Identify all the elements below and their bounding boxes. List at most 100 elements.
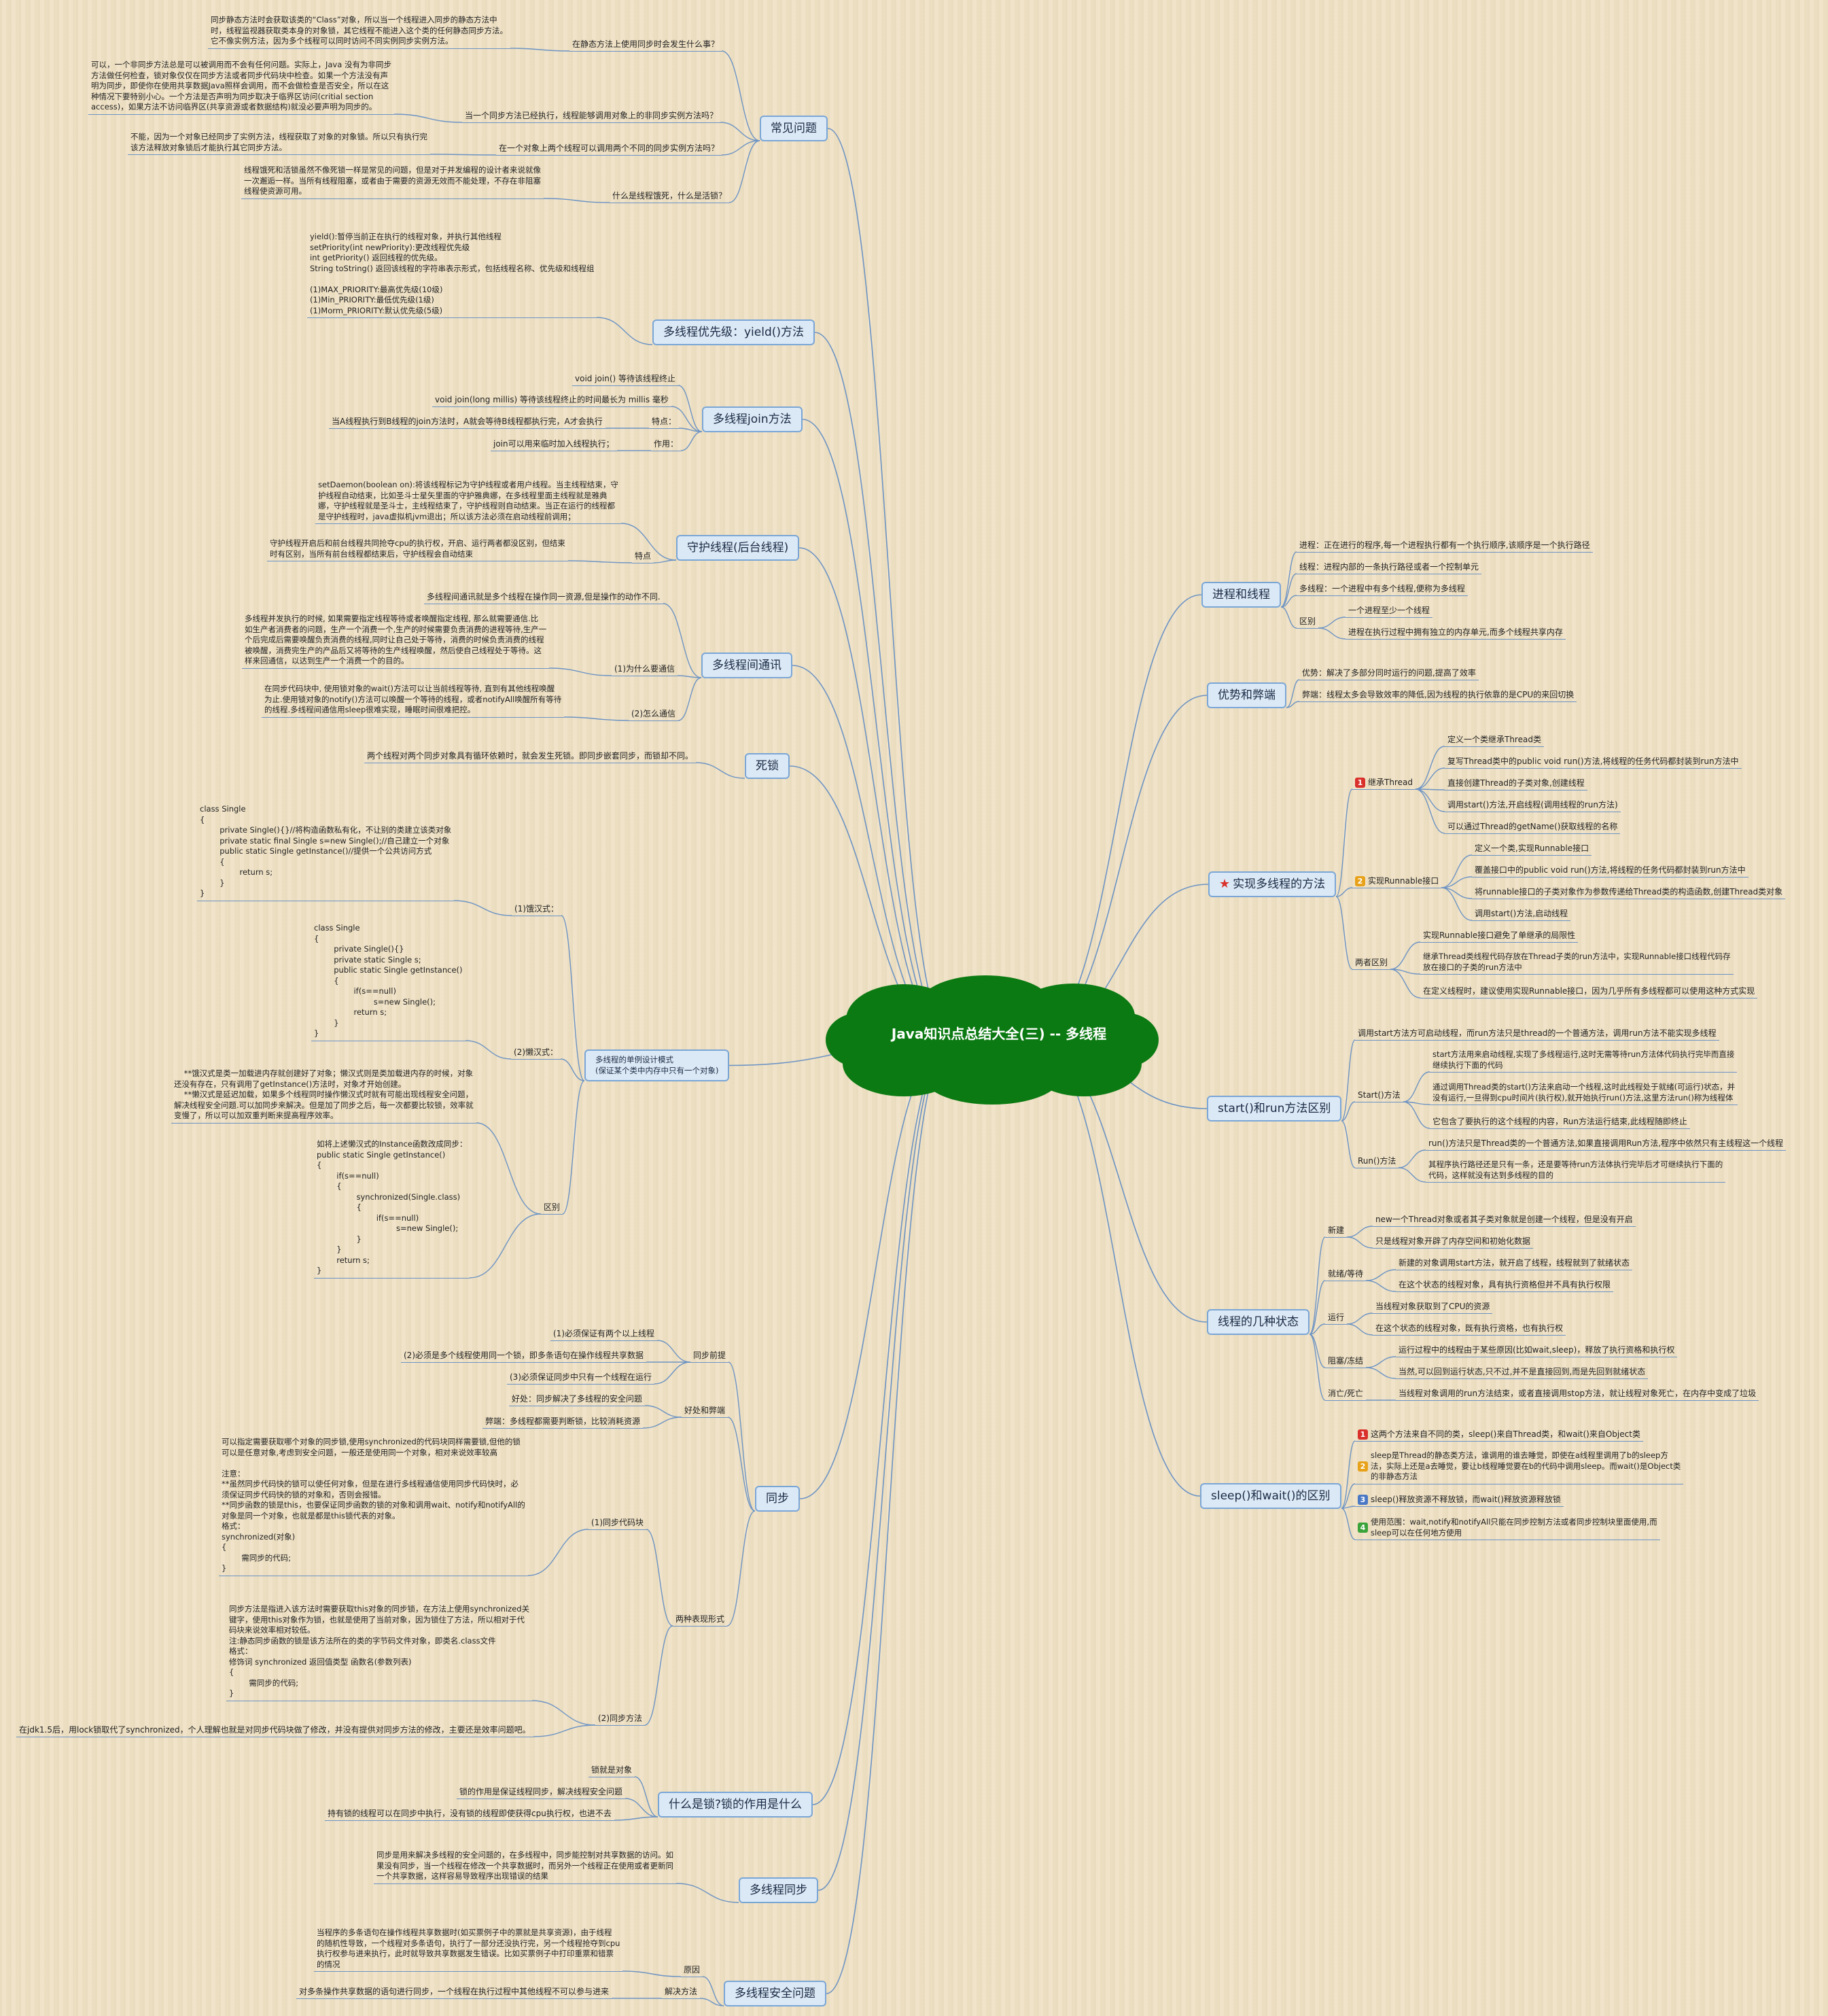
- sync-method-label[interactable]: (2)同步方法: [595, 1713, 645, 1726]
- comm-intro: 多线程间通讯就是多个线程在操作同一资源,但是操作的动作不同.: [424, 591, 663, 604]
- comm-why-label[interactable]: (1)为什么要通信: [612, 663, 678, 676]
- start-method-item: 它包含了要执行的这个线程的内容，Run方法运行结束,此线程随即终止: [1430, 1116, 1690, 1129]
- state-ready-item: 在这个状态的线程对象，具有执行资格但并不具有执行权限: [1396, 1279, 1614, 1292]
- impl-m1-step: 定义一个类继承Thread类: [1445, 734, 1544, 747]
- branch-thread-states[interactable]: 线程的几种状态: [1207, 1309, 1310, 1335]
- branch-deadlock[interactable]: 死锁: [745, 753, 790, 779]
- singleton-lazy-code: class Single { private Single(){} privat…: [311, 923, 465, 1041]
- branch-singleton[interactable]: 多线程的单例设计模式 (保证某个类中内存中只有一个对象): [584, 1049, 730, 1081]
- start-method-item: 通过调用Thread类的start()方法来启动一个线程,这时此线程处于就绪(可…: [1430, 1082, 1738, 1105]
- join-item-2: void join(long millis) 等待该线程终止的时间最长为 mil…: [432, 394, 671, 407]
- faq-q4[interactable]: 什么是线程饿死，什么是活锁？: [610, 190, 730, 203]
- safety-fix-label[interactable]: 解决方法: [662, 1986, 701, 1999]
- sync-method: 同步方法是指进入该方法时需要获取this对象的同步锁，在方法上使用synchro…: [226, 1604, 533, 1701]
- sleepwait-point-2: 2sleep是Thread的静态类方法，谁调用的谁去睡觉，即使在a线程里调用了b…: [1355, 1450, 1684, 1484]
- join-use-label[interactable]: 作用：: [651, 438, 682, 451]
- state-ready-item: 新建的对象调用start方法，就开启了线程，线程就到了就绪状态: [1396, 1257, 1632, 1270]
- state-running-label[interactable]: 运行: [1325, 1312, 1348, 1325]
- sync-pre-2: (2)必须是多个线程使用同一个锁，即多条语句在操作线程共享数据: [401, 1350, 647, 1363]
- state-new-item: 只是线程对象开辟了内存空间和初始化数据: [1373, 1236, 1534, 1249]
- join-item-1: void join() 等待该线程终止: [572, 373, 679, 386]
- safety-reason-label[interactable]: 原因: [681, 1964, 703, 1977]
- join-feature-label[interactable]: 特点：: [649, 416, 680, 429]
- daemon-feature: 守护线程开启后和前台线程共同抢夺cpu的执行权，开启、运行两者都没区别，但结束 …: [267, 538, 568, 561]
- safety-reason: 当程序的多条语句在操作线程共享数据时(如买票例子中的票就是共享资源)，由于线程 …: [314, 1928, 623, 1972]
- badge-2: 2: [1355, 876, 1365, 886]
- process-item-2: 线程：进程内部的一条执行路径或者一个控制单元: [1297, 561, 1482, 574]
- branch-sleep-vs-wait[interactable]: sleep()和wait()的区别: [1200, 1483, 1341, 1509]
- branch-daemon[interactable]: 守护线程(后台线程): [676, 535, 800, 561]
- sync-good: 好处：同步解决了多线程的安全问题: [509, 1393, 646, 1406]
- impl-m2-step: 调用start()方法,启动线程: [1472, 908, 1571, 921]
- run-method-item: 其程序执行路径还是只有一条，还是要等待run方法体执行完毕后才可继续执行下面的 …: [1426, 1160, 1726, 1183]
- sync-bad: 弊端：多线程都需要判断锁，比较消耗资源: [482, 1416, 644, 1429]
- process-diff-label[interactable]: 区别: [1297, 616, 1319, 629]
- state-blocked-item: 运行过程中的线程由于某些原因(比如wait,sleep)，释放了执行资格和执行权: [1396, 1344, 1678, 1357]
- state-blocked-label[interactable]: 阻塞/冻结: [1325, 1355, 1367, 1368]
- impl-diff: 实现Runnable接口避免了单继承的局限性: [1420, 930, 1579, 943]
- branch-lock[interactable]: 什么是锁?锁的作用是什么: [658, 1792, 813, 1818]
- branch-pros-cons[interactable]: 优势和弊端: [1207, 682, 1286, 708]
- central-topic-cloud: [826, 975, 1159, 1105]
- singleton-hungry-label[interactable]: (1)饿汉式：: [512, 903, 561, 916]
- comm-how: 在同步代码块中, 使用锁对象的wait()方法可以让当前线程等待, 直到有其他线…: [262, 684, 565, 718]
- sync-pre-1: (1)必须保证有两个以上线程: [550, 1328, 657, 1341]
- branch-faq[interactable]: 常见问题: [760, 116, 828, 141]
- badge-1: 1: [1355, 778, 1365, 788]
- pros-item: 优势：解决了多部分同时运行的问题,提高了效率: [1299, 667, 1479, 680]
- join-feature: 当A线程执行到B线程的join方法时，A就会等待B线程都执行完，A才会执行: [329, 416, 605, 429]
- impl-diff-label[interactable]: 两者区别: [1352, 957, 1391, 970]
- state-dead-label[interactable]: 消亡/死亡: [1325, 1388, 1367, 1401]
- state-dead-item: 当线程对象调用的run方法结束，或者直接调用stop方法，就让线程对象死亡，在内…: [1396, 1388, 1759, 1401]
- sync-pre-3: (3)必须保证同步中只有一个线程在运行: [507, 1372, 654, 1385]
- process-item-3: 多线程：一个进程中有多个线程,便称为多线程: [1297, 583, 1468, 596]
- branch-sync[interactable]: 同步: [755, 1486, 800, 1512]
- faq-a4: 线程饿死和活锁虽然不像死锁一样是常见的问题，但是对于并发编程的设计者来说就像 一…: [241, 165, 544, 199]
- start-method-label[interactable]: Start()方法: [1355, 1090, 1403, 1102]
- comm-why: 多线程并发执行的时候, 如果需要指定线程等待或者唤醒指定线程, 那么就需要通信.…: [242, 614, 550, 669]
- run-method-label[interactable]: Run()方法: [1355, 1155, 1399, 1168]
- impl-m1-step: 复写Thread类中的public void run()方法,将线程的任务代码都…: [1445, 756, 1742, 769]
- singleton-diff-2: 如将上述懒汉式的Instance函数改成同步： public static Si…: [314, 1139, 470, 1279]
- sync-pre-label[interactable]: 同步前提: [690, 1350, 729, 1363]
- comm-how-label[interactable]: (2)怎么通信: [629, 708, 678, 721]
- central-topic-title[interactable]: Java知识点总结大全(三) -- 多线程: [891, 1026, 1107, 1042]
- daemon-text: setDaemon(boolean on):将该线程标记为守护线程或者用户线程。…: [315, 480, 621, 524]
- branch-implementation[interactable]: ★实现多线程的方法: [1208, 871, 1337, 897]
- process-diff-2: 进程在执行过程中拥有独立的内存单元,而多个线程共享内存: [1346, 627, 1566, 640]
- faq-q2[interactable]: 当一个同步方法已经执行，线程能够调用对象上的非同步实例方法吗？: [462, 110, 721, 123]
- state-new-label[interactable]: 新建: [1325, 1225, 1348, 1238]
- daemon-feature-label[interactable]: 特点: [632, 551, 654, 563]
- sync-pc-label[interactable]: 好处和弊端: [682, 1405, 728, 1418]
- branch-join[interactable]: 多线程join方法: [702, 406, 803, 432]
- impl-m2-step: 将runnable接口的子类对象作为参数传递给Thread类的构造函数,创建Th…: [1472, 886, 1786, 899]
- branch-start-vs-run[interactable]: start()和run方法区别: [1207, 1096, 1342, 1122]
- state-ready-label[interactable]: 就绪/等待: [1325, 1268, 1367, 1281]
- branch-thread-safety[interactable]: 多线程安全问题: [724, 1981, 826, 2006]
- lock-item-3: 持有锁的线程可以在同步中执行，没有锁的线程即使获得cpu执行权，也进不去: [325, 1808, 614, 1821]
- faq-q3[interactable]: 在一个对象上两个线程可以调用两个不同的同步实例方法吗？: [496, 143, 722, 156]
- singleton-lazy-label[interactable]: (2)懒汉式：: [511, 1047, 561, 1060]
- impl-m2-step: 定义一个类,实现Runnable接口: [1472, 843, 1592, 856]
- deadlock-text: 两个线程对两个同步对象具有循环依赖时，就会发生死锁。即同步嵌套同步，而锁却不同。: [364, 750, 697, 763]
- impl-m1-step: 调用start()方法,开启线程(调用线程的run方法): [1445, 799, 1621, 812]
- branch-multithread-sync[interactable]: 多线程同步: [739, 1877, 818, 1903]
- branch-process-thread[interactable]: 进程和线程: [1201, 582, 1281, 608]
- cons-item: 弊端：线程太多会导致效率的降低,因为线程的执行依靠的是CPU的来回切换: [1299, 689, 1577, 702]
- start-method-item: start方法用来启动线程,实现了多线程运行,这时无需等待run方法体代码执行完…: [1430, 1049, 1738, 1073]
- impl-diff: 继承Thread类线程代码存放在Thread子类的run方法中，实现Runnab…: [1420, 952, 1734, 975]
- faq-q1[interactable]: 在静态方法上使用同步时会发生什么事？: [569, 39, 722, 52]
- sync-forms-label[interactable]: 两种表现形式: [673, 1614, 728, 1627]
- branch-communication[interactable]: 多线程间通讯: [701, 653, 792, 678]
- faq-a2: 可以，一个非同步方法总是可以被调用而不会有任何问题。实际上，Java 没有为非同…: [88, 60, 394, 115]
- startrun-intro: 调用start方法方可启动线程，而run方法只是thread的一个普通方法，调用…: [1355, 1028, 1719, 1041]
- singleton-diff-label[interactable]: 区别: [541, 1202, 563, 1215]
- branch-priority[interactable]: 多线程优先级：yield()方法: [652, 319, 815, 345]
- sync-block-label[interactable]: (1)同步代码块: [588, 1517, 646, 1530]
- sync-jdk-note: 在jdk1.5后，用lock锁取代了synchronized，个人理解也就是对同…: [16, 1724, 533, 1737]
- impl-m2-step: 覆盖接口中的public void run()方法,将线程的任务代码都封装到ru…: [1472, 865, 1748, 877]
